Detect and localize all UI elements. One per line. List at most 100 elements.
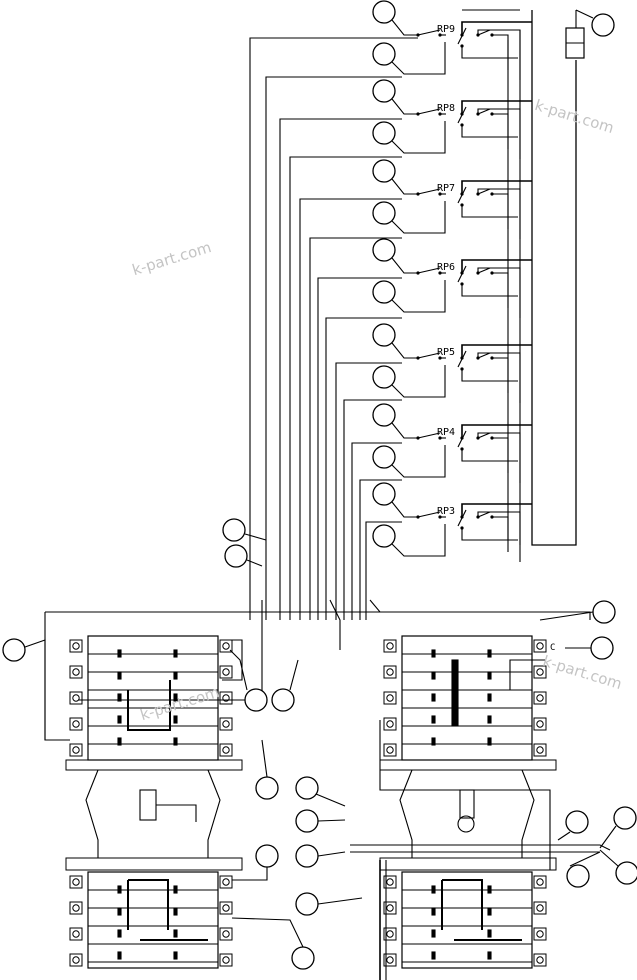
terminal-screw bbox=[536, 930, 544, 938]
callout-circle bbox=[372, 79, 396, 103]
relay-labels: RP9 RP8 RP7 RP6 RP5 RP4 RP3 C bbox=[437, 24, 555, 653]
switch-blade bbox=[477, 267, 491, 274]
fuse-mark bbox=[431, 885, 436, 894]
terminal-screw bbox=[222, 694, 230, 702]
fuse-mark bbox=[117, 715, 122, 724]
wire bbox=[461, 46, 518, 59]
wire bbox=[222, 639, 243, 681]
leader-line bbox=[391, 178, 418, 195]
callout-circle bbox=[591, 13, 615, 37]
leader-line bbox=[391, 19, 418, 36]
terminal-screw bbox=[72, 956, 80, 964]
wire bbox=[492, 357, 509, 393]
terminal bbox=[533, 743, 547, 757]
fuse-mark bbox=[173, 693, 178, 702]
callout-circle bbox=[565, 810, 589, 834]
terminal-screw bbox=[386, 878, 394, 886]
callout-circle bbox=[291, 946, 315, 970]
terminal-screw bbox=[386, 746, 394, 754]
wire bbox=[461, 344, 532, 358]
terminal bbox=[69, 901, 83, 915]
callout-circle bbox=[615, 861, 637, 885]
fuse-mark bbox=[487, 885, 492, 894]
fuse-mark bbox=[173, 715, 178, 724]
terminal bbox=[383, 639, 397, 653]
wire bbox=[461, 503, 532, 517]
callout-circle bbox=[372, 42, 396, 66]
terminal-screw bbox=[222, 746, 230, 754]
leader-line bbox=[244, 533, 267, 541]
relay-label-rp7: RP7 bbox=[437, 183, 455, 194]
fuse-mark bbox=[173, 737, 178, 746]
terminal-screw bbox=[222, 956, 230, 964]
feed-wire bbox=[325, 317, 402, 620]
housing-rail bbox=[65, 759, 243, 771]
relay-contact-group bbox=[391, 19, 532, 562]
terminal-screw bbox=[386, 642, 394, 650]
housing-outline bbox=[521, 769, 535, 858]
switch-blade bbox=[417, 29, 441, 36]
terminal bbox=[219, 691, 233, 705]
terminal-screw bbox=[386, 694, 394, 702]
terminal bbox=[533, 953, 547, 967]
terminal-screw bbox=[536, 956, 544, 964]
terminal bbox=[383, 691, 397, 705]
terminal-screw bbox=[536, 746, 544, 754]
terminal bbox=[69, 691, 83, 705]
wire bbox=[461, 424, 532, 438]
fuse-mark bbox=[173, 929, 178, 938]
terminal-screw bbox=[536, 694, 544, 702]
terminal-screw bbox=[386, 956, 394, 964]
wire bbox=[477, 352, 521, 403]
fuse-mark bbox=[117, 951, 122, 960]
callout-circle bbox=[372, 201, 396, 225]
callout-circle bbox=[590, 636, 614, 660]
fuse-mark bbox=[431, 929, 436, 938]
fuse-mark bbox=[117, 885, 122, 894]
terminal-screw bbox=[222, 878, 230, 886]
terminal-screw bbox=[222, 904, 230, 912]
switch-blade bbox=[477, 352, 491, 359]
terminal-screw bbox=[386, 668, 394, 676]
terminal bbox=[219, 875, 233, 889]
relay-rp6 bbox=[391, 257, 532, 318]
wire bbox=[369, 599, 580, 613]
wire bbox=[477, 511, 521, 562]
callout-circle bbox=[613, 806, 637, 830]
wire bbox=[477, 108, 521, 159]
feed-wire bbox=[359, 479, 402, 620]
housing-rail bbox=[379, 857, 557, 871]
terminal bbox=[219, 743, 233, 757]
callout-circle bbox=[2, 638, 26, 662]
fuse-mark bbox=[487, 671, 492, 680]
callout-circle bbox=[372, 403, 396, 427]
fuse-mark bbox=[431, 907, 436, 916]
fuse-mark bbox=[117, 907, 122, 916]
relay-coil-mark bbox=[457, 430, 467, 448]
terminal bbox=[69, 665, 83, 679]
leader-line bbox=[229, 649, 248, 691]
relay-rp5 bbox=[391, 342, 532, 403]
leader-line bbox=[539, 611, 594, 621]
terminal-screw bbox=[222, 720, 230, 728]
fuse-mark bbox=[487, 715, 492, 724]
terminal bbox=[219, 665, 233, 679]
feed-wire bbox=[289, 156, 402, 620]
wire bbox=[477, 432, 521, 483]
leader-line bbox=[391, 445, 446, 478]
leader-line bbox=[317, 897, 363, 905]
callout-circle bbox=[224, 544, 248, 568]
leader-line bbox=[391, 524, 446, 557]
leader-line bbox=[575, 9, 594, 19]
callout-circle bbox=[372, 482, 396, 506]
leader-line bbox=[232, 867, 268, 881]
leader-line bbox=[599, 849, 619, 867]
fuse-mark bbox=[117, 929, 122, 938]
terminal bbox=[383, 875, 397, 889]
relay-label-rp8: RP8 bbox=[437, 103, 455, 114]
terminal-screw bbox=[72, 668, 80, 676]
leader-line bbox=[391, 365, 446, 398]
wire bbox=[492, 193, 509, 229]
terminal bbox=[383, 717, 397, 731]
